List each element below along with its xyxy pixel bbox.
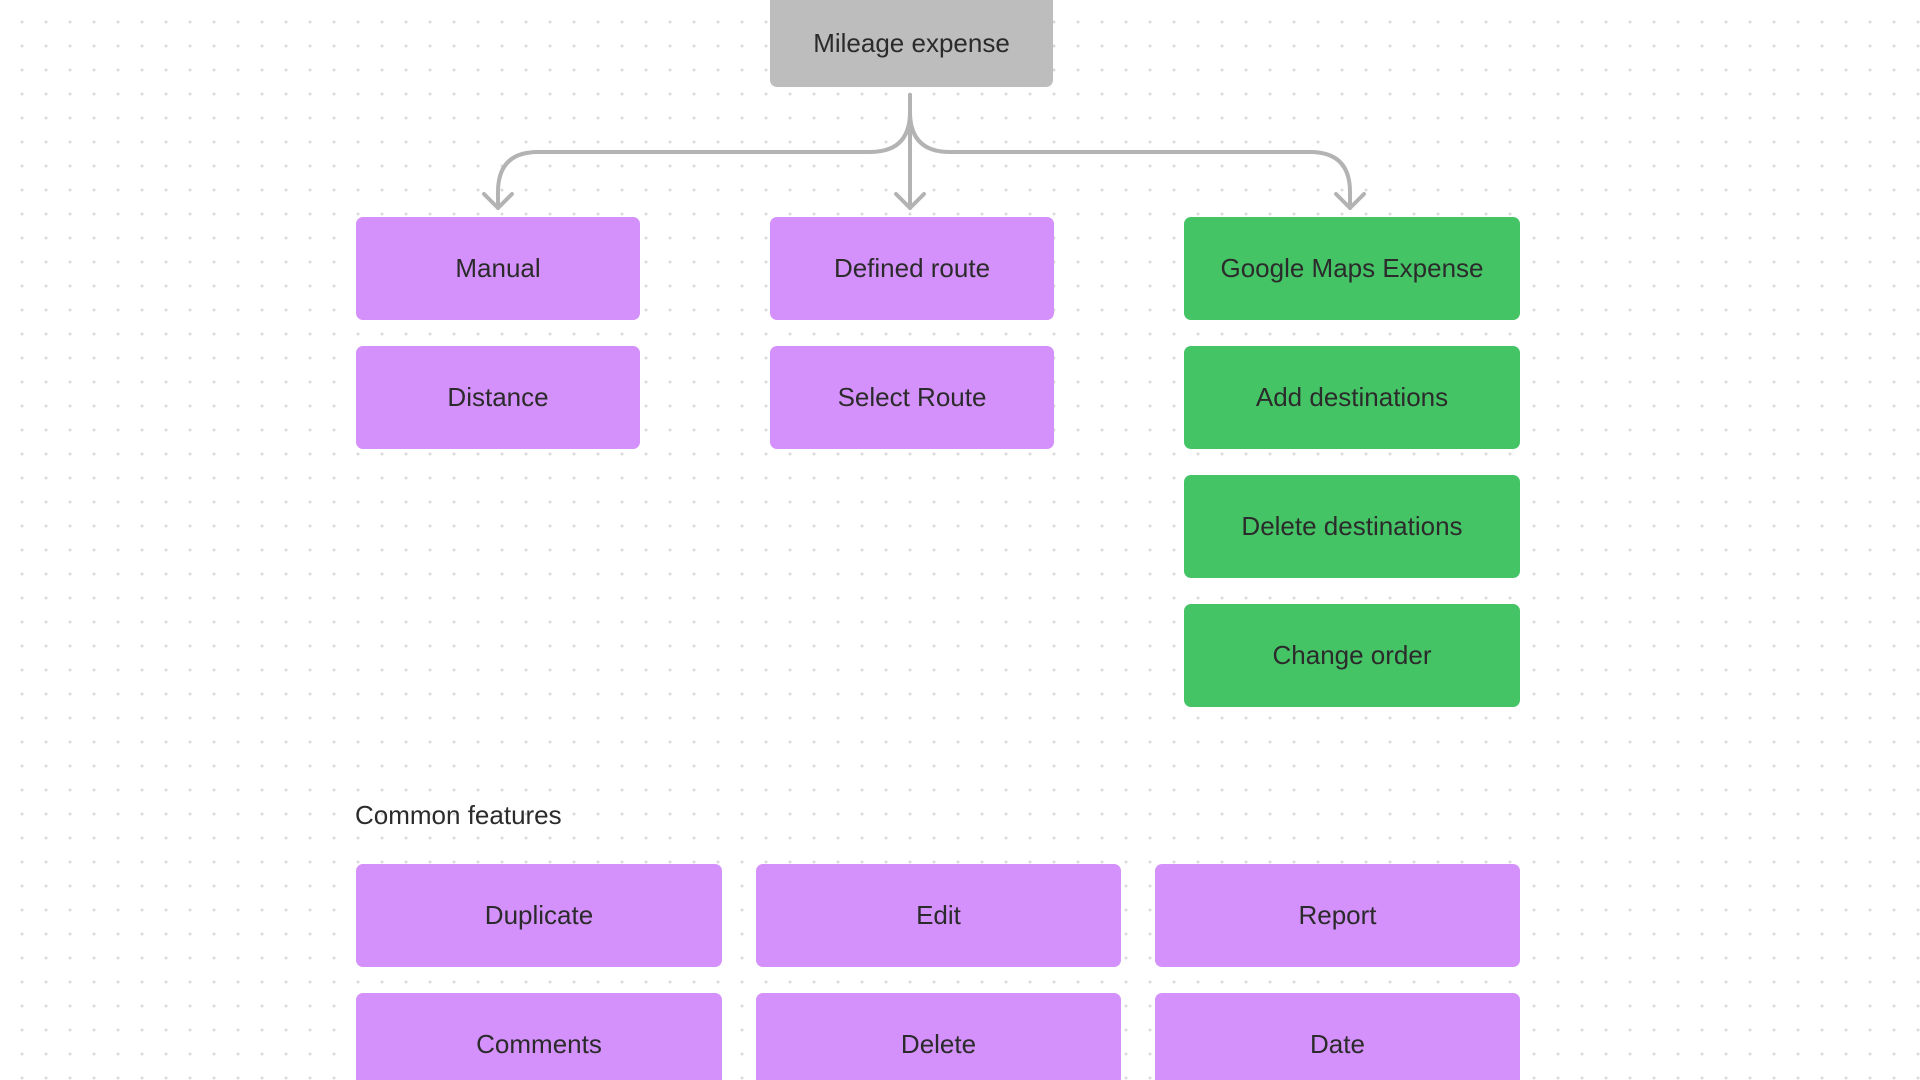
- connector-left: [496, 93, 912, 210]
- connector-right: [908, 93, 1352, 210]
- node-google-maps-expense[interactable]: Google Maps Expense: [1184, 217, 1520, 320]
- node-defined-route[interactable]: Defined route: [770, 217, 1054, 320]
- arrowhead-right: [1334, 192, 1366, 210]
- node-distance[interactable]: Distance: [356, 346, 640, 449]
- node-label: Edit: [916, 900, 961, 930]
- node-add-destinations[interactable]: Add destinations: [1184, 346, 1520, 449]
- node-change-order[interactable]: Change order: [1184, 604, 1520, 707]
- node-label: Google Maps Expense: [1220, 253, 1484, 283]
- common-features-heading: Common features: [355, 800, 562, 830]
- node-label: Change order: [1272, 640, 1432, 670]
- node-delete[interactable]: Delete: [756, 993, 1121, 1080]
- node-label: Date: [1310, 1029, 1365, 1059]
- node-edit[interactable]: Edit: [756, 864, 1121, 967]
- node-label: Defined route: [833, 253, 991, 283]
- root-node-label: Mileage expense: [813, 28, 1010, 58]
- node-label: Duplicate: [484, 900, 594, 930]
- node-label: Manual: [455, 253, 541, 283]
- arrowhead-left: [482, 192, 514, 210]
- root-node-mileage-expense[interactable]: Mileage expense: [770, 0, 1053, 87]
- node-select-route[interactable]: Select Route: [770, 346, 1054, 449]
- node-label: Report: [1298, 900, 1377, 930]
- node-delete-destinations[interactable]: Delete destinations: [1184, 475, 1520, 578]
- node-label: Add destinations: [1255, 382, 1449, 412]
- node-label: Distance: [447, 382, 549, 412]
- node-manual[interactable]: Manual: [356, 217, 640, 320]
- node-report[interactable]: Report: [1155, 864, 1520, 967]
- node-comments[interactable]: Comments: [356, 993, 722, 1080]
- node-label: Comments: [476, 1029, 602, 1059]
- node-label: Delete destinations: [1241, 511, 1463, 541]
- node-duplicate[interactable]: Duplicate: [356, 864, 722, 967]
- node-label: Delete: [900, 1029, 977, 1059]
- arrowhead-center: [894, 192, 926, 210]
- node-date[interactable]: Date: [1155, 993, 1520, 1080]
- node-label: Select Route: [837, 382, 987, 412]
